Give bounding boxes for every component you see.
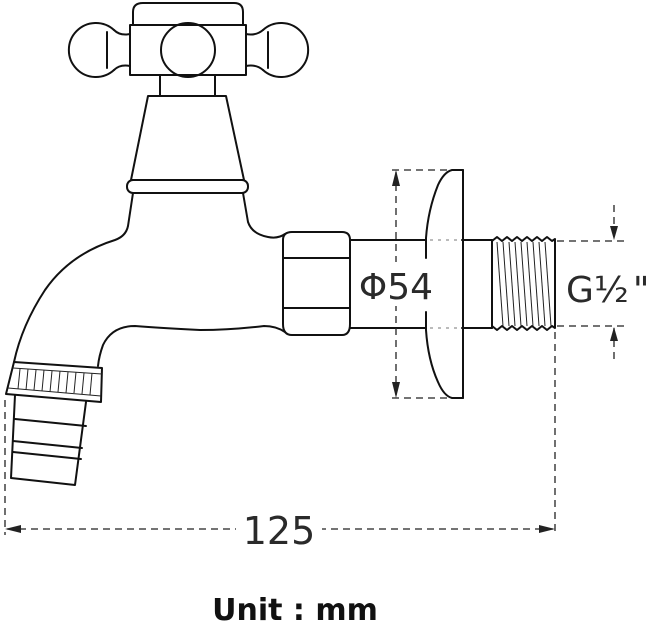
arrow-left-icon [5,525,21,533]
flange-diameter-label: Φ54 [359,267,433,308]
arrow-down-icon [610,226,618,240]
hose-nozzle [10,394,87,486]
thread-size-label: G½" [566,270,649,311]
dimension-overall-length: 125 [4,332,556,553]
bonnet [126,74,249,194]
threaded-connector [491,236,556,331]
unit-label: Unit : mm [212,593,378,628]
arrow-right-icon [539,525,555,533]
bonnet-ring [126,179,249,194]
wall-pipe [349,239,493,329]
arrow-down-icon [392,382,400,398]
faucet-body [5,192,286,486]
handle-left-ball [67,22,115,78]
wall-flange [425,169,464,399]
dimension-flange-diameter: Φ54 [356,169,452,399]
dimension-thread-size: G½" [557,205,649,360]
handle-hub [129,24,247,76]
overall-length-label: 125 [243,509,316,553]
arrow-up-icon [610,327,618,341]
arrow-up-icon [392,170,400,186]
handle-right-ball [262,22,310,78]
knurled-nut [5,361,103,403]
handle-cap [132,2,244,26]
hex-nut [282,231,351,336]
cross-handle [67,2,310,78]
handle-center-knob [160,22,216,78]
